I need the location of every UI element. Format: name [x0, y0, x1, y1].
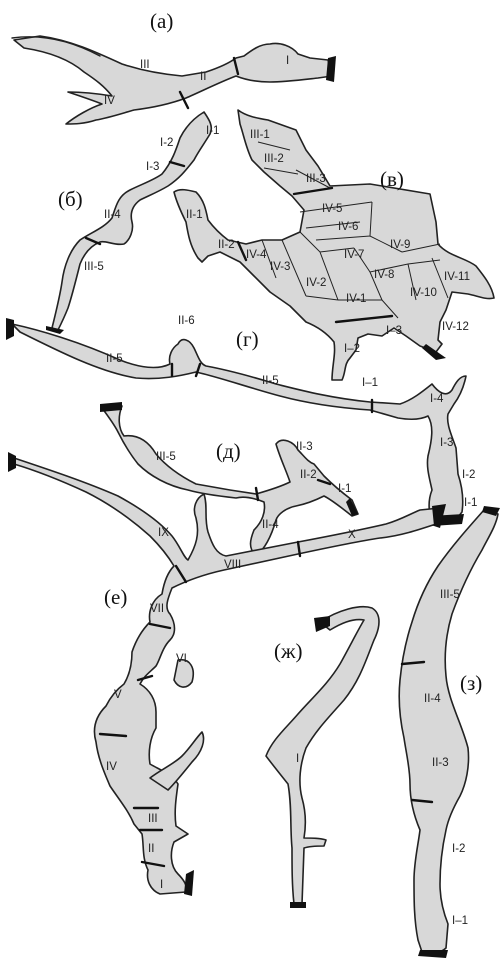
seg-v-IV-8: IV-8: [374, 269, 394, 281]
seg-a-III: III: [140, 59, 150, 71]
seg-b-III-5: III-5: [84, 261, 104, 273]
cave-z-end-marker-2: [418, 950, 448, 958]
seg-d-II-2: II-2: [300, 469, 317, 481]
seg-v-IV-11: IV-11: [444, 271, 470, 283]
panel-z-label: (з): [460, 671, 482, 695]
seg-z-I-1: I–1: [452, 915, 468, 927]
seg-g-I-4: I-4: [430, 393, 444, 405]
seg-zh-I: I: [296, 753, 299, 765]
cave-g-start-marker: [6, 318, 14, 340]
seg-z-II-3: II-3: [432, 757, 449, 769]
seg-v-III-1: III-1: [250, 129, 270, 141]
panel-d-label: (д): [216, 439, 241, 463]
seg-v-II-2: II-2: [218, 239, 235, 251]
seg-g-II-5b: II-5: [262, 375, 279, 387]
cave-e-passage: [14, 458, 440, 894]
seg-b-I-3: I-3: [146, 161, 159, 173]
seg-v-IV-7: IV-7: [344, 249, 364, 261]
seg-e-IV: IV: [106, 761, 117, 773]
seg-v-IV-12: IV-12: [442, 321, 469, 333]
seg-e-X: X: [348, 529, 356, 541]
cave-e-end-marker-2: [184, 870, 194, 896]
panel-z: (з) III-5 II-4 II-3 I-2 I–1: [399, 506, 500, 958]
seg-g-I-3: I-3: [440, 437, 453, 449]
cave-zh-end-marker: [314, 616, 330, 632]
seg-v-IV-1: IV-1: [346, 293, 366, 305]
seg-e-VI: VI: [176, 653, 187, 665]
panel-e: (е) IX VIII X VII VI V IV III II I: [8, 452, 446, 896]
seg-d-III-5: III-5: [156, 451, 176, 463]
seg-a-IV: IV: [104, 95, 115, 107]
seg-e-III: III: [148, 813, 158, 825]
seg-v-IV-6: IV-6: [338, 221, 358, 233]
panel-zh-label: (ж): [274, 639, 303, 663]
panel-v: (в) III-1 III-2 III-3 IV-5 IV-6 IV-7 IV-…: [174, 110, 494, 389]
seg-b-I-1: I-1: [206, 125, 219, 137]
seg-v-I-2: I–2: [344, 343, 360, 355]
panel-zh: (ж) I: [266, 607, 379, 908]
panel-d: (д) III-5 II-3 II-2 II-4 I-1: [100, 402, 358, 556]
panel-e-label: (е): [104, 585, 127, 609]
seg-z-II-4: II-4: [424, 693, 441, 705]
cave-a-passage: [14, 36, 332, 124]
seg-b-II-4: II-4: [104, 209, 121, 221]
panel-a-label: (а): [150, 9, 173, 33]
seg-v-IV-3: IV-3: [270, 261, 290, 273]
seg-v-III-3: III-3: [306, 173, 326, 185]
seg-g-I-1: I-1: [464, 497, 477, 509]
seg-g-II-5a: II-5: [106, 353, 123, 365]
panel-v-label: (в): [380, 167, 404, 191]
seg-d-II-4: II-4: [262, 519, 279, 531]
seg-z-I-2: I-2: [452, 843, 465, 855]
seg-v-IV-5: IV-5: [322, 203, 342, 215]
seg-e-V: V: [114, 689, 122, 701]
seg-v-IV-9: IV-9: [390, 239, 410, 251]
seg-v-II-1: II-1: [186, 209, 203, 221]
seg-e-VII: VII: [150, 603, 164, 615]
seg-v-IV-4: IV-4: [246, 249, 267, 261]
seg-e-VIII: VIII: [224, 559, 241, 571]
seg-g-II-6: II-6: [178, 315, 195, 327]
seg-v-IV-2: IV-2: [306, 277, 326, 289]
seg-a-I: I: [286, 55, 289, 67]
seg-g-I-2: I-2: [462, 469, 475, 481]
panel-a: (а) I II III IV: [12, 9, 336, 124]
seg-b-I-2: I-2: [160, 137, 173, 149]
seg-v-III-2: III-2: [264, 153, 284, 165]
seg-e-IX: IX: [158, 527, 169, 539]
seg-e-I: I: [160, 879, 163, 891]
seg-a-II: II: [200, 71, 206, 83]
seg-z-III-5: III-5: [440, 589, 460, 601]
seg-d-I-1: I-1: [338, 483, 351, 495]
seg-v-I-1: I–1: [362, 377, 378, 389]
cave-e-branch-III: [150, 732, 204, 790]
seg-v-IV-10: IV-10: [410, 287, 437, 299]
panel-b-label: (б): [58, 187, 83, 211]
seg-e-II: II: [148, 843, 154, 855]
seg-d-II-3: II-3: [296, 441, 313, 453]
cave-zh-end-marker-2: [290, 902, 306, 908]
cave-e-start-marker: [8, 452, 16, 472]
panel-g-label: (г): [236, 327, 259, 351]
cave-z-passage: [399, 510, 498, 953]
seg-v-I-3: I–3: [386, 325, 402, 337]
